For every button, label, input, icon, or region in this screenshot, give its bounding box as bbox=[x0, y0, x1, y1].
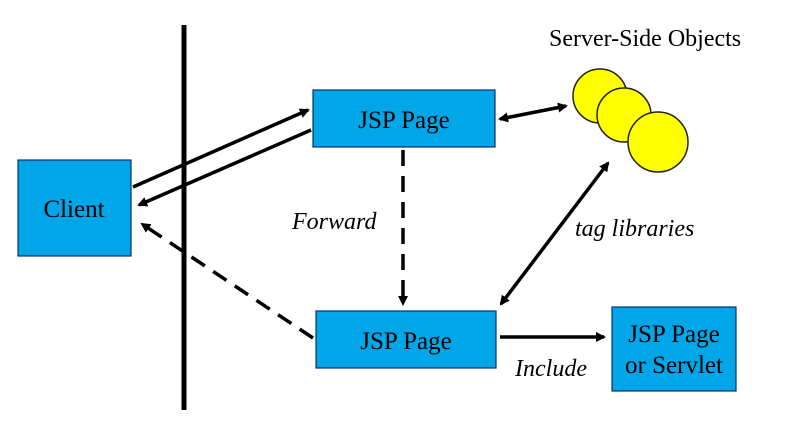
jsp-page-bottom-box[interactable] bbox=[315, 310, 497, 369]
jsp-objects-arrow bbox=[498, 102, 568, 123]
tag-libraries-arrow bbox=[499, 161, 610, 306]
server-object-3 bbox=[627, 111, 689, 173]
forward-label: Forward bbox=[291, 209, 377, 235]
request-arrow bbox=[132, 108, 310, 189]
client-label: Client bbox=[43, 196, 104, 223]
jsp-page-top-box[interactable] bbox=[312, 89, 496, 148]
jsp-page-or-servlet-box[interactable] bbox=[611, 306, 737, 392]
server-side-objects-title: Server-Side Objects bbox=[549, 26, 741, 52]
jsp-page-top-label: JSP Page bbox=[358, 107, 449, 134]
include-label: Include bbox=[514, 356, 587, 382]
include-target-line2: or Servlet bbox=[625, 352, 723, 379]
dashed-response-arrow bbox=[140, 222, 314, 340]
include-target-line1: JSP Page bbox=[628, 321, 719, 348]
server-side-objects bbox=[572, 68, 689, 173]
tag-libraries-label: tag libraries bbox=[575, 216, 694, 242]
response-arrow bbox=[137, 128, 312, 207]
jsp-page-bottom-label: JSP Page bbox=[360, 328, 451, 355]
client-box[interactable] bbox=[17, 159, 132, 257]
